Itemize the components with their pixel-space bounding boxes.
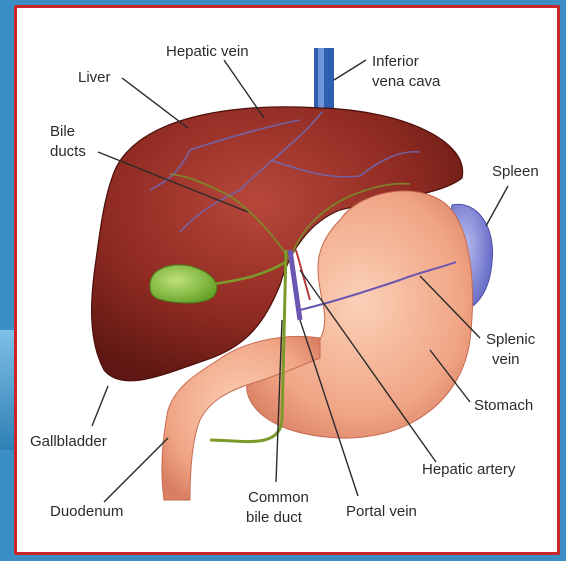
label-spleen: Spleen — [492, 163, 539, 180]
label-bile-ducts-1: Bile — [50, 123, 75, 140]
label-bile-ducts-2: ducts — [50, 143, 86, 160]
label-inferior-vena-cava-1: Inferior — [372, 53, 419, 70]
label-splenic-vein-1: Splenic — [486, 331, 536, 348]
label-inferior-vena-cava-2: vena cava — [372, 73, 441, 90]
label-hepatic-vein: Hepatic vein — [166, 43, 249, 60]
label-liver: Liver — [78, 69, 111, 86]
label-common-bile-duct-2: bile duct — [246, 509, 303, 526]
label-portal-vein: Portal vein — [346, 503, 417, 520]
label-common-bile-duct-1: Common — [248, 489, 309, 506]
label-duodenum: Duodenum — [50, 503, 123, 520]
label-splenic-vein-2: vein — [492, 351, 520, 368]
label-gallbladder: Gallbladder — [30, 433, 107, 450]
label-stomach: Stomach — [474, 397, 533, 414]
label-hepatic-artery: Hepatic artery — [422, 461, 516, 478]
